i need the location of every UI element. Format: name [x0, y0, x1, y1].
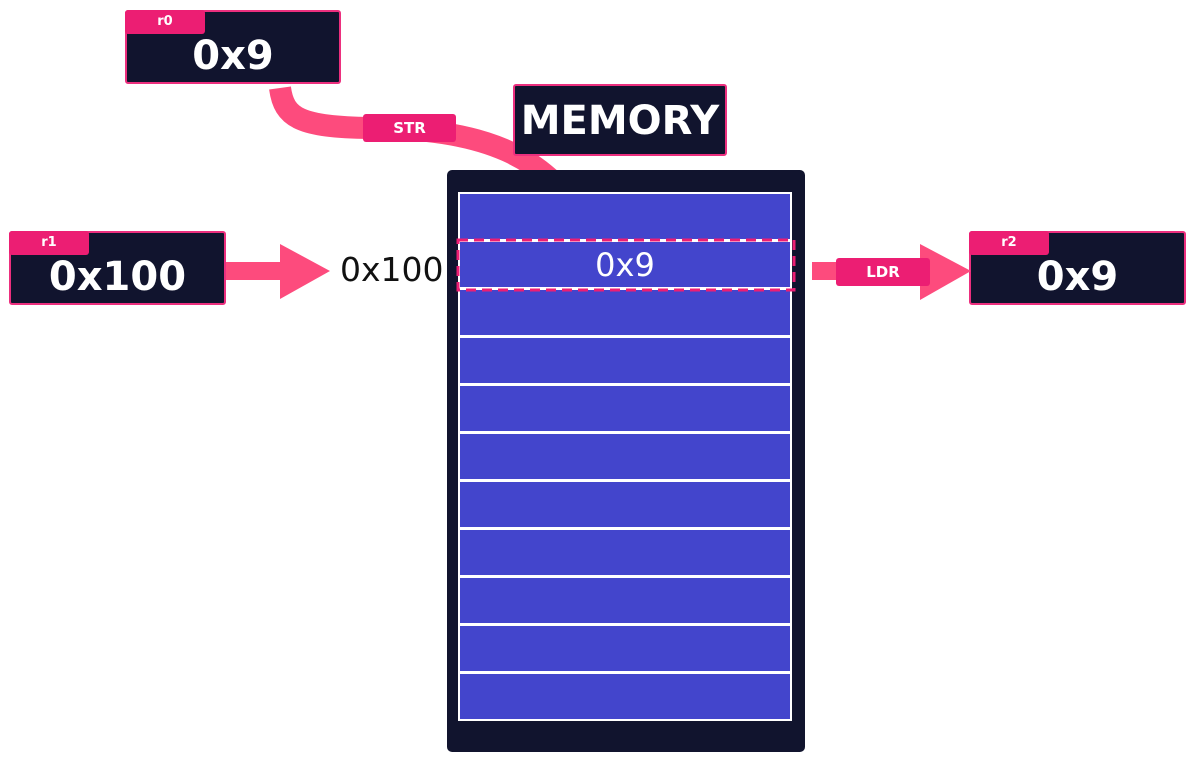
- highlight-dashed-box: [456, 238, 796, 292]
- register-r2: r2 0x9: [969, 231, 1186, 305]
- register-r0: r0 0x9: [125, 10, 341, 84]
- memory-cell-highlighted: 0x9: [460, 242, 790, 287]
- memory-cell: [460, 674, 790, 719]
- ldr-label: LDR: [836, 258, 930, 286]
- register-r1: r1 0x100: [9, 231, 226, 305]
- memory-cells: 0x9: [458, 192, 792, 721]
- memory-cell: [460, 386, 790, 431]
- memory-cell: [460, 626, 790, 671]
- register-r2-value: 0x9: [1036, 254, 1119, 300]
- str-label: STR: [363, 114, 456, 142]
- register-r2-tag: r2: [969, 231, 1049, 255]
- memory-address-label: 0x100: [340, 250, 444, 289]
- memory-cell: [460, 578, 790, 623]
- memory-cell: [460, 530, 790, 575]
- memory-title: MEMORY: [513, 84, 727, 156]
- register-r0-value: 0x9: [192, 33, 274, 79]
- memory-cell: [460, 194, 790, 239]
- memory-cell: [460, 482, 790, 527]
- register-r0-tag: r0: [125, 10, 205, 34]
- register-r1-value: 0x100: [48, 254, 187, 300]
- memory-cell: [460, 290, 790, 335]
- address-arrow-shaft: [226, 262, 284, 280]
- ldr-arrowhead: [920, 244, 971, 300]
- memory-cell: [460, 434, 790, 479]
- address-arrowhead: [280, 244, 330, 299]
- register-r1-tag: r1: [9, 231, 89, 255]
- memory-cell: [460, 338, 790, 383]
